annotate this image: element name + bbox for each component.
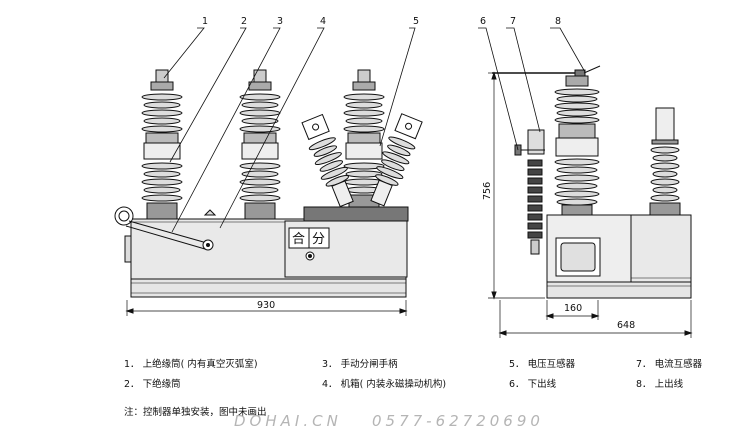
legend-text: 上绝缘筒( 内有真空灭弧室) bbox=[142, 359, 258, 370]
legend-text: 电流互感器 bbox=[654, 359, 703, 370]
watermark-site: DOHAI.CN bbox=[234, 412, 342, 430]
callout-3: 3 bbox=[277, 16, 283, 27]
side-base bbox=[546, 281, 692, 299]
legend-item-2: 2． 下绝缘筒 bbox=[124, 379, 181, 390]
legend-number: 3 bbox=[322, 359, 329, 370]
callout-2: 2 bbox=[241, 16, 247, 27]
legend-text: 下绝缘筒 bbox=[142, 379, 181, 390]
legend-item-4: 4． 机箱( 内装永磁操动机构) bbox=[322, 379, 447, 390]
close-label: 合 bbox=[292, 232, 305, 247]
legend-text: 电压互感器 bbox=[527, 359, 576, 370]
current-transformer bbox=[649, 107, 681, 216]
legend-number: 5 bbox=[509, 359, 516, 370]
footnote: 注：控制器单独安装，图中未画出 bbox=[124, 407, 267, 418]
legend-item-5: 5． 电压互感器 bbox=[509, 359, 576, 370]
front-view: 合 分 bbox=[114, 69, 423, 316]
legend-item-7: 7． 电流互感器 bbox=[636, 359, 703, 370]
legend-item-8: 8． 上出线 bbox=[636, 379, 684, 390]
legend-text: 下出线 bbox=[527, 379, 557, 390]
dimension-front-width bbox=[125, 300, 408, 316]
callout-6: 6 bbox=[480, 16, 486, 27]
legend-item-6: 6． 下出线 bbox=[509, 379, 557, 390]
dimension-648-label: 648 bbox=[617, 320, 635, 331]
dimension-756-label: 756 bbox=[482, 182, 493, 200]
legend-text: 上出线 bbox=[654, 379, 684, 390]
legend-text: 手动分闸手柄 bbox=[340, 359, 398, 370]
legend-number: 8 bbox=[636, 379, 643, 390]
mechanism-box bbox=[303, 206, 409, 222]
callout-7: 7 bbox=[510, 16, 516, 27]
insulator-middle bbox=[239, 69, 281, 220]
legend-item-1: 1． 上绝缘筒( 内有真空灭弧室) bbox=[124, 359, 258, 370]
callout-1: 1 bbox=[202, 16, 208, 27]
side-insulator bbox=[554, 75, 600, 216]
callout-8: 8 bbox=[555, 16, 561, 27]
lower-outlet-coils bbox=[527, 159, 543, 255]
manual-trip-handle bbox=[114, 206, 217, 251]
side-view: 756 160 648 bbox=[482, 65, 693, 338]
legend-item-3: 3． 手动分闸手柄 bbox=[322, 359, 398, 370]
dimension-160-label: 160 bbox=[564, 303, 582, 314]
watermark-phone: 0577-62720690 bbox=[372, 412, 544, 430]
open-label: 分 bbox=[312, 232, 325, 247]
dimension-inner bbox=[545, 300, 600, 320]
insulator-right bbox=[343, 69, 385, 208]
legend-number: 4 bbox=[322, 379, 329, 390]
callout-5: 5 bbox=[413, 16, 419, 27]
dimension-side-width bbox=[498, 300, 693, 338]
legend-number: 2 bbox=[124, 379, 131, 390]
callout-leaders bbox=[163, 27, 586, 233]
callout-numbers: 1 2 3 4 5 6 7 8 bbox=[202, 16, 561, 27]
legend-text: 机箱( 内装永磁操动机构) bbox=[340, 379, 447, 390]
base-rail bbox=[130, 278, 407, 298]
callout-4: 4 bbox=[320, 16, 326, 27]
legend-number: 1 bbox=[124, 359, 131, 370]
dimension-930-label: 930 bbox=[257, 300, 275, 311]
voltage-transformer-b bbox=[370, 113, 423, 207]
voltage-transformer-a bbox=[301, 113, 354, 208]
dimension-height bbox=[488, 71, 545, 300]
insulator-left bbox=[141, 69, 183, 220]
legend-number: 7 bbox=[636, 359, 643, 370]
legend-number: 6 bbox=[509, 379, 516, 390]
